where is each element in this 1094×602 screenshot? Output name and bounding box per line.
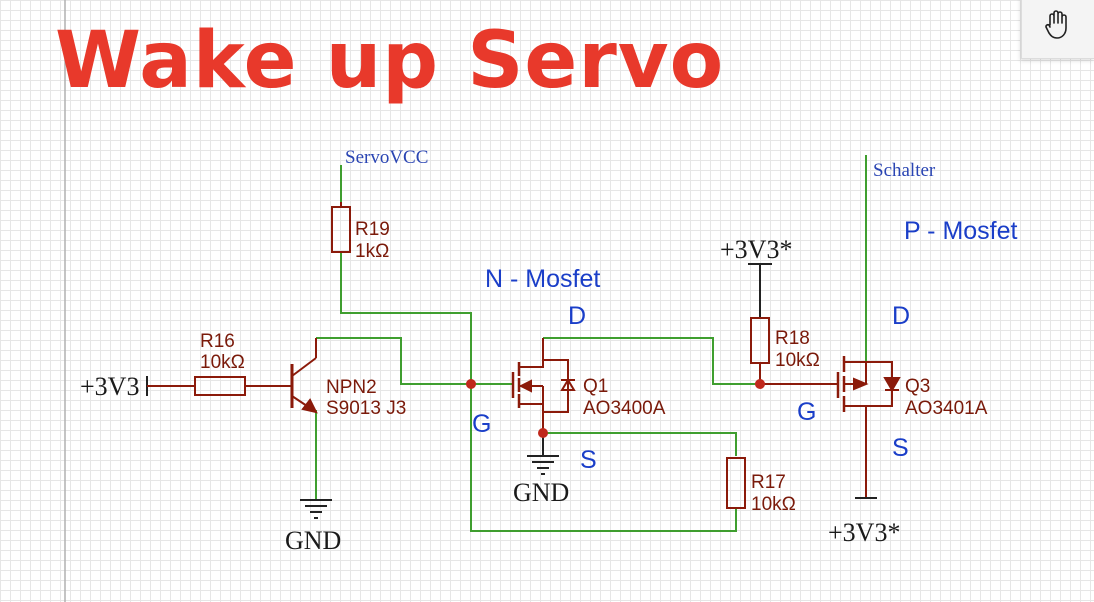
resistor-r16 bbox=[194, 376, 246, 396]
mosfet-q1 bbox=[511, 338, 576, 433]
net-label-gnd-npn: GND bbox=[285, 526, 342, 555]
junction-source bbox=[538, 428, 548, 438]
p-mosfet-annotation: P - Mosfet bbox=[904, 217, 1018, 245]
n-mosfet-source-label: S bbox=[580, 446, 597, 474]
gnd-symbol-q1 bbox=[527, 433, 559, 475]
gnd-symbol-npn bbox=[300, 499, 332, 519]
net-label-gnd-q1: GND bbox=[513, 478, 570, 507]
resistor-r19 bbox=[331, 206, 351, 253]
r19-ref: R19 bbox=[355, 219, 390, 240]
r16-ref: R16 bbox=[200, 331, 235, 352]
wires bbox=[315, 160, 867, 532]
r19-value: 1kΩ bbox=[355, 241, 390, 262]
wire-gate-to-r17 bbox=[470, 384, 737, 532]
p-mosfet-gate-label: G bbox=[797, 398, 817, 426]
resistor-r17 bbox=[726, 457, 746, 509]
q3-value: AO3401A bbox=[905, 398, 988, 419]
n-mosfet-annotation: N - Mosfet bbox=[485, 265, 601, 293]
r16-value: 10kΩ bbox=[200, 352, 245, 373]
net-label-3v3-top: +3V3* bbox=[720, 235, 793, 264]
resistor-r18 bbox=[750, 317, 770, 364]
net-label-servovcc: ServoVCC bbox=[345, 147, 429, 168]
wire-npn-collector bbox=[316, 337, 513, 385]
p-mosfet-drain-label: D bbox=[892, 302, 911, 330]
wire-q1-source bbox=[543, 432, 737, 456]
q3-ref: Q3 bbox=[905, 376, 931, 397]
net-label-schalter: Schalter bbox=[873, 160, 936, 181]
n-mosfet-gate-label: G bbox=[472, 410, 492, 438]
r18-ref: R18 bbox=[775, 328, 810, 349]
npn-value: S9013 J3 bbox=[326, 398, 407, 419]
junction-r18 bbox=[755, 379, 765, 389]
junction-gate bbox=[466, 379, 476, 389]
npn-ref: NPN2 bbox=[326, 377, 377, 398]
p-mosfet-source-label: S bbox=[892, 434, 909, 462]
net-label-3v3-left: +3V3 bbox=[80, 372, 140, 401]
r18-value: 10kΩ bbox=[775, 350, 820, 371]
net-label-3v3-bottom: +3V3* bbox=[828, 518, 901, 547]
n-mosfet-drain-label: D bbox=[568, 302, 587, 330]
q1-ref: Q1 bbox=[583, 376, 609, 397]
hand-icon bbox=[1045, 10, 1067, 39]
npn-transistor bbox=[290, 338, 318, 414]
hand-tool-button[interactable] bbox=[1021, 0, 1094, 59]
r17-ref: R17 bbox=[751, 472, 786, 493]
wire-q1-drain bbox=[543, 337, 760, 385]
q1-value: AO3400A bbox=[583, 398, 666, 419]
schematic-title: Wake up Servo bbox=[55, 16, 725, 106]
mosfet-q3 bbox=[836, 356, 901, 498]
wire-r19-to-gate bbox=[340, 252, 472, 384]
r17-value: 10kΩ bbox=[751, 494, 796, 515]
